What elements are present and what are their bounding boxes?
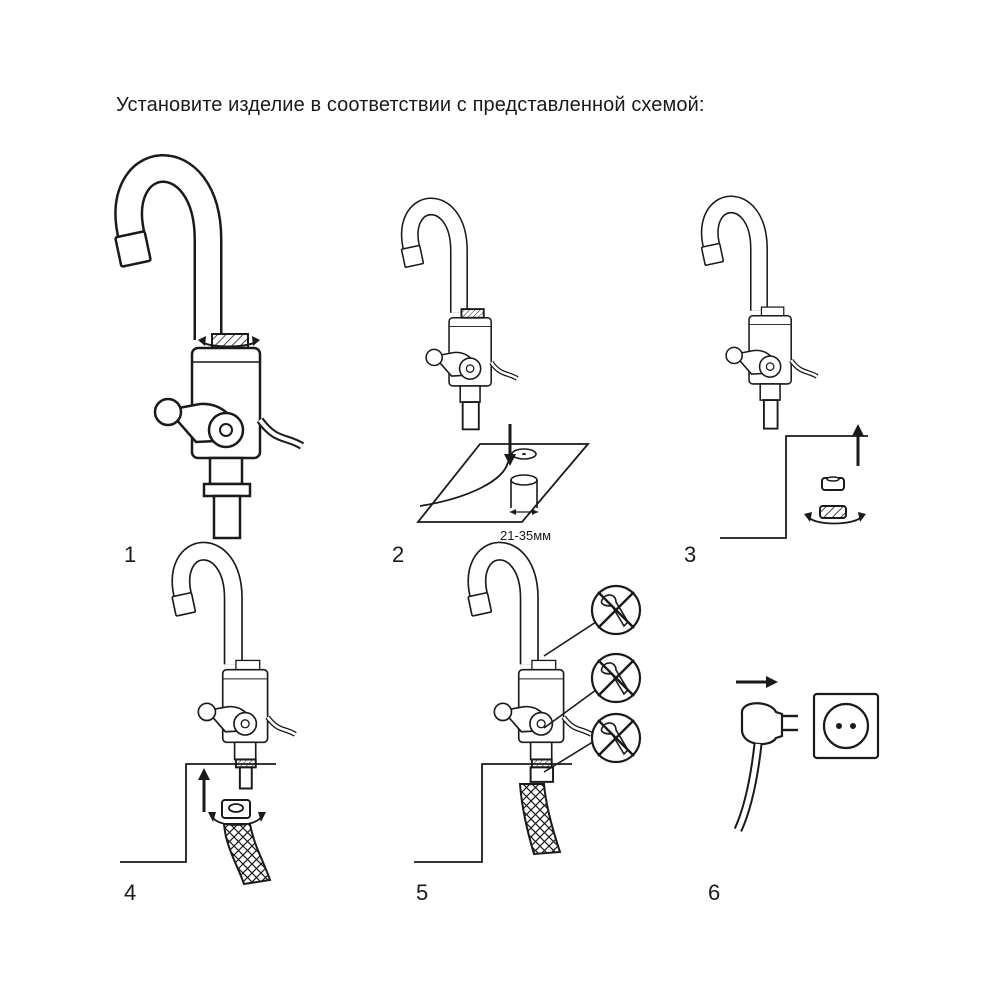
wall-socket-icon [812,692,880,760]
step-1-faucet-illustration [115,168,302,540]
step-4-number: 4 [124,880,137,905]
step-2-mounting-illustration: 21-35мм [401,206,590,543]
prohibited-wrench-icon [590,584,642,636]
step-2-number: 2 [392,542,405,567]
prohibited-wrench-icon [590,712,642,764]
step-3-number: 3 [684,542,697,567]
step-5-number: 5 [416,880,429,905]
step-6-plug-in-illustration [733,676,880,832]
step-4-hose-connection-illustration [120,551,295,886]
prohibited-wrench-icon [590,652,642,704]
step-2-hole-dimension: 21-35мм [500,528,551,543]
step-5-do-not-tighten-illustration [414,551,642,863]
power-plug-icon [733,702,798,832]
instruction-heading: Установите изделие в соответствии с пред… [116,94,705,116]
step-1-number: 1 [124,542,137,567]
step-6-number: 6 [708,880,721,905]
step-3-fastening-illustration [701,204,868,539]
